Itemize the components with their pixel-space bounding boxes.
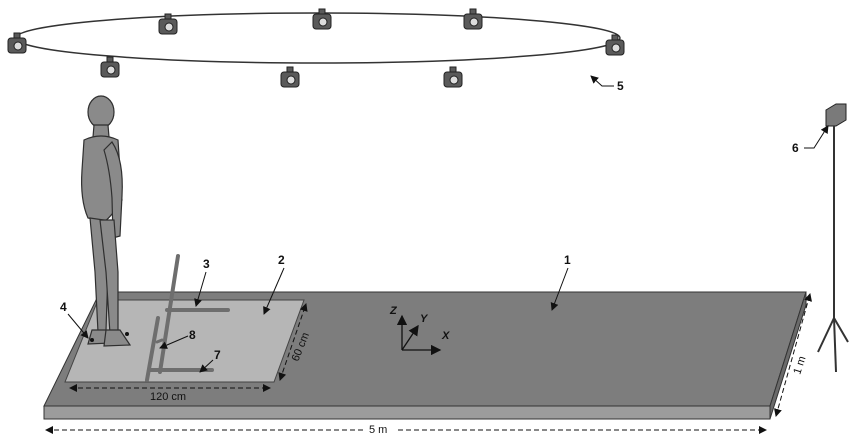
- camera-icon: [605, 34, 625, 56]
- label-handrail-upper: 3: [203, 257, 210, 271]
- leader-3: [194, 271, 207, 307]
- label-handrail-support: 8: [189, 328, 196, 342]
- camera-icon: [463, 8, 483, 30]
- dimension-lines: [45, 293, 812, 434]
- x-axis-label: X: [441, 330, 450, 342]
- figure-foot-front: [103, 329, 132, 347]
- plate-length-label: 120 cm: [150, 391, 186, 403]
- walkway-length-label-bg: [366, 423, 396, 435]
- tripod-leg-left: [817, 317, 835, 353]
- force-plate: [64, 299, 305, 383]
- foot-marker-1: [90, 338, 94, 342]
- leader-4: [67, 313, 89, 339]
- camera-icon: [443, 66, 463, 88]
- y-axis-arrow: [401, 324, 419, 351]
- tripod-leg-right: [833, 317, 849, 343]
- tripod-leg-middle: [833, 317, 837, 373]
- figure-head: [87, 95, 115, 129]
- coordinate-axes: [396, 314, 442, 356]
- handrail-cross-bar: [155, 338, 164, 344]
- leader-6: [804, 125, 829, 149]
- side-camera-tripod: [817, 103, 849, 373]
- walkway-width-dimension: [774, 293, 812, 417]
- camera-icon: [7, 32, 27, 54]
- camera-icon: [280, 66, 300, 88]
- handrail-post-rear: [158, 254, 180, 374]
- z-axis-label: Z: [389, 305, 398, 317]
- figure-neck: [92, 124, 110, 138]
- camera-icon: [100, 56, 120, 78]
- camera-icon: [158, 13, 178, 35]
- label-foot-marker: 4: [60, 300, 67, 314]
- label-force-plate: 2: [278, 253, 285, 267]
- label-leaders: [67, 75, 829, 373]
- leader-1: [550, 267, 569, 311]
- label-camera-ring: 5: [617, 79, 624, 93]
- standing-person-figure: [81, 95, 132, 347]
- camera-icon: [312, 8, 332, 30]
- label-handrail-lower: 7: [214, 348, 221, 362]
- walkway-front-face: [43, 405, 771, 420]
- y-axis-label: Y: [420, 313, 429, 325]
- label-walkway: 1: [564, 253, 571, 267]
- label-side-camera: 6: [792, 141, 799, 155]
- plate-width-dimension: [278, 303, 308, 381]
- ring-cameras: [7, 8, 625, 88]
- walkway-width-label: 1 m: [791, 355, 808, 376]
- side-camera-icon: [825, 103, 847, 127]
- leader-2: [263, 267, 285, 315]
- walkway-length-label: 5 m: [369, 424, 387, 436]
- leader-8: [159, 335, 189, 349]
- leader-5: [590, 75, 614, 87]
- leader-7: [199, 359, 214, 373]
- foot-marker-2: [125, 332, 129, 336]
